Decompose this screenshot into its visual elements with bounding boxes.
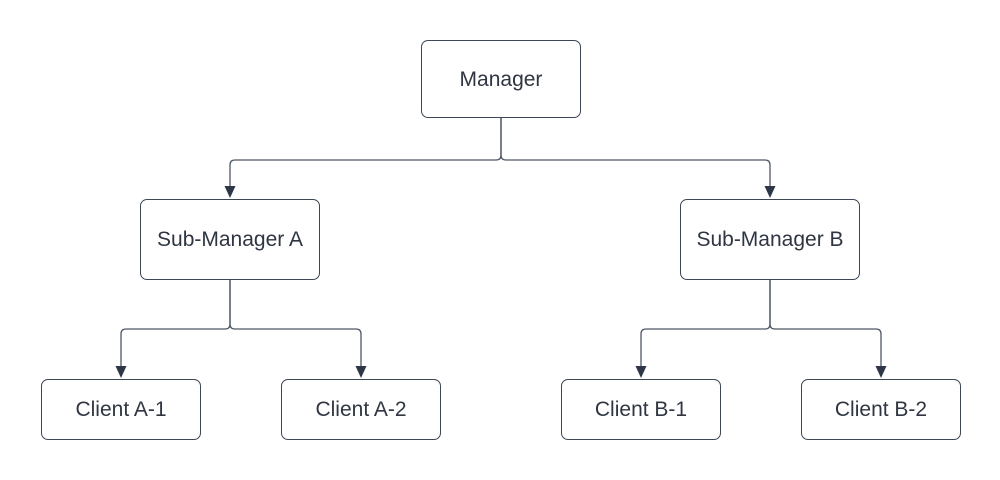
- edge-sub-manager-b-to-client-b2: [769, 280, 887, 378]
- node-client-b2-label: Client B-2: [834, 398, 928, 421]
- node-sub-manager-b: Sub-Manager B: [680, 199, 860, 280]
- node-manager-label: Manager: [459, 67, 543, 91]
- node-client-b1: Client B-1: [561, 379, 721, 440]
- arrowhead-icon: [115, 366, 127, 378]
- node-client-a1: Client A-1: [41, 379, 201, 440]
- arrowhead-icon: [875, 366, 887, 378]
- node-manager: Manager: [421, 40, 581, 118]
- edge-manager-to-sub-manager-b: [500, 118, 776, 198]
- arrowhead-icon: [224, 186, 236, 198]
- edge-sub-manager-a-to-client-a1: [115, 280, 231, 378]
- node-sub-manager-a: Sub-Manager A: [140, 199, 320, 280]
- arrowhead-icon: [635, 366, 647, 378]
- node-sub-manager-a-label: Sub-Manager A: [157, 228, 303, 251]
- node-client-a2: Client A-2: [281, 379, 441, 440]
- node-client-a1-label: Client A-1: [75, 398, 167, 421]
- node-client-b1-label: Client B-1: [594, 398, 688, 421]
- node-client-b2: Client B-2: [801, 379, 961, 440]
- node-sub-manager-b-label: Sub-Manager B: [696, 228, 844, 251]
- edge-manager-to-sub-manager-a: [224, 118, 502, 198]
- edge-sub-manager-a-to-client-a2: [229, 280, 367, 378]
- arrowhead-icon: [764, 186, 776, 198]
- node-client-a2-label: Client A-2: [315, 398, 407, 421]
- arrowhead-icon: [355, 366, 367, 378]
- edge-sub-manager-b-to-client-b1: [635, 280, 771, 378]
